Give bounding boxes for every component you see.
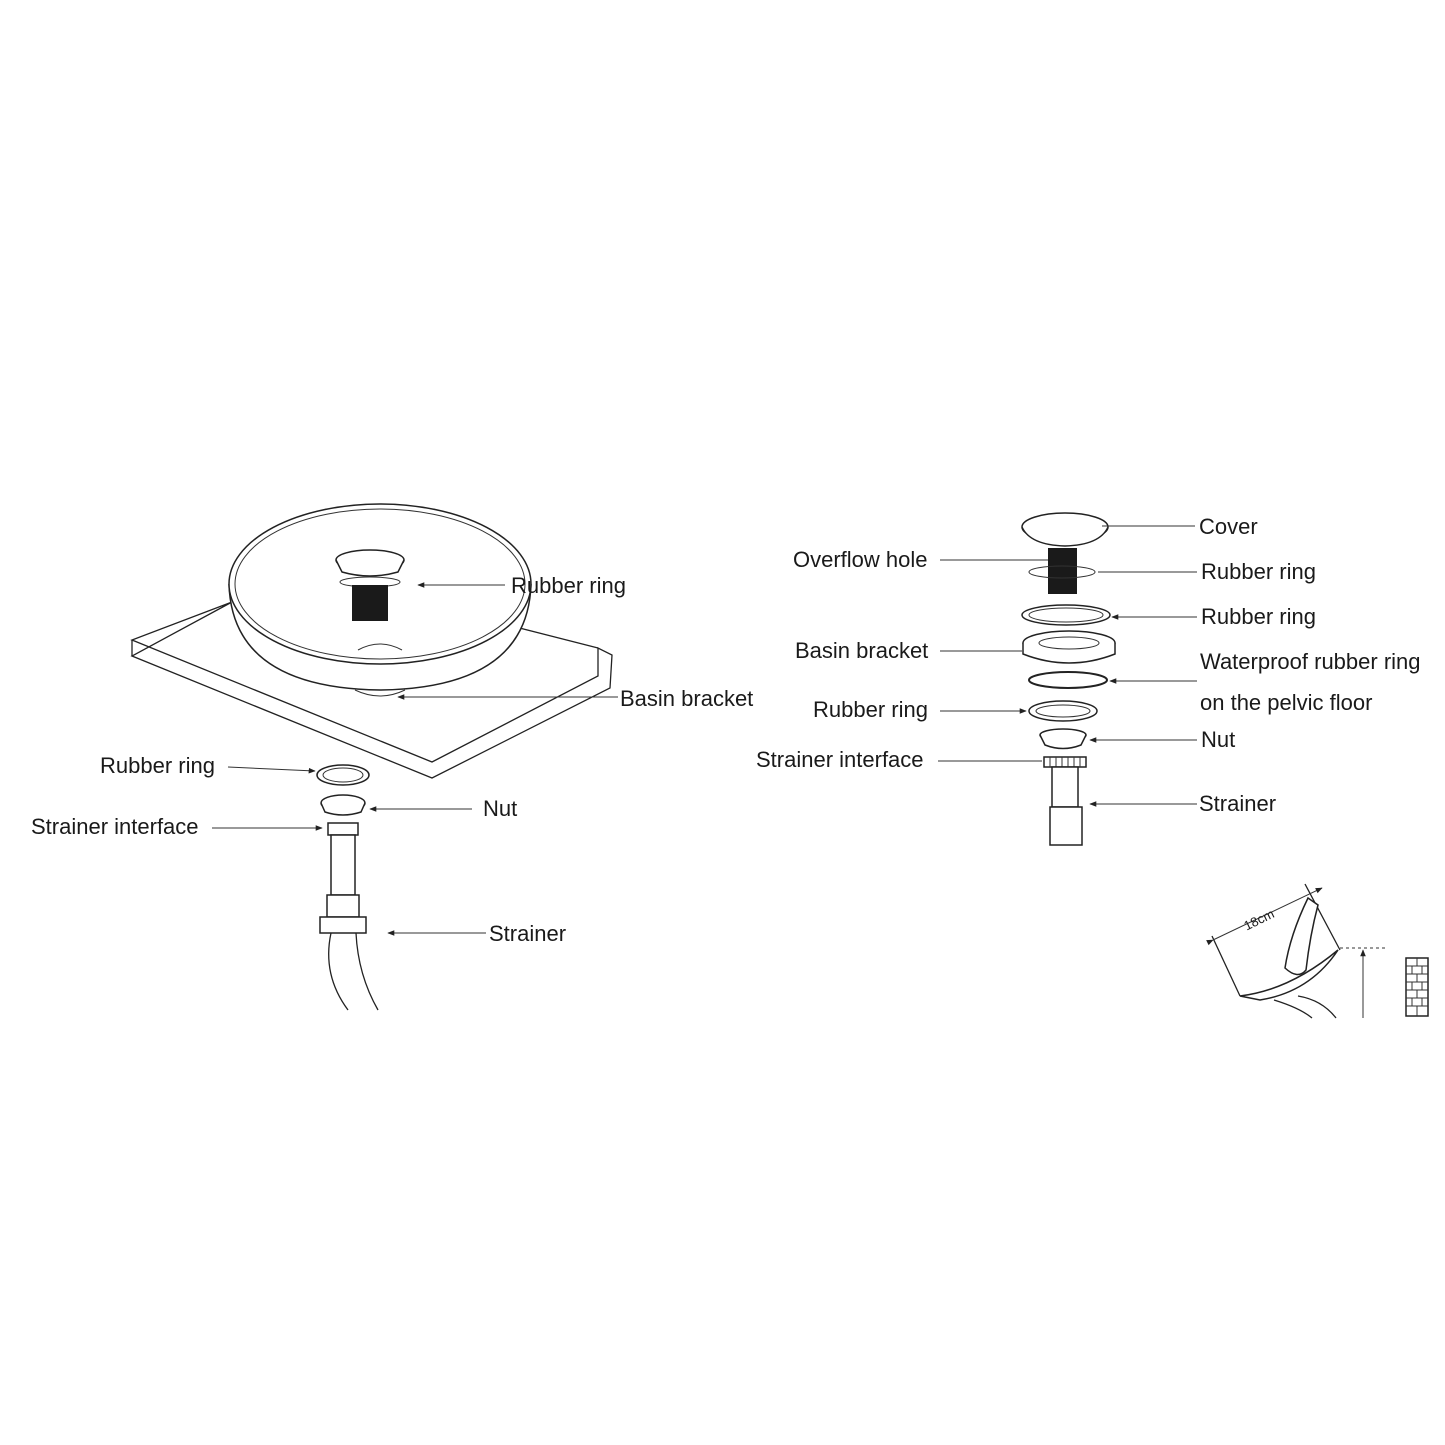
label-rubber-ring-3: Rubber ring — [813, 697, 928, 722]
label-overflow-hole: Overflow hole — [793, 547, 928, 572]
label-basin-bracket: Basin bracket — [620, 686, 753, 711]
label-nut: Nut — [483, 796, 517, 821]
dimension-sketch: 18cm — [1206, 883, 1429, 1019]
rubber-ring-2-part — [1021, 604, 1111, 626]
label-strainer-right: Strainer — [1199, 791, 1276, 816]
waterproof-ring-part — [1028, 671, 1108, 689]
label-rubber-ring-1: Rubber ring — [1201, 559, 1316, 584]
label-nut-right: Nut — [1201, 727, 1235, 752]
label-strainer: Strainer — [489, 921, 566, 946]
label-strainer-interface: Strainer interface — [31, 814, 199, 839]
brick-wall-icon — [1405, 957, 1429, 1017]
left-strainer-part — [319, 822, 379, 1011]
overflow-stem-part — [1028, 548, 1096, 594]
left-assembly-drawing: Rubber ring Basin bracket Rubber ring Nu… — [31, 503, 753, 1011]
right-exploded-drawing: Cover Overflow hole Rubber ring Rubber r… — [756, 512, 1421, 846]
leader-rubber-ring-bottom — [227, 766, 316, 774]
basin-drain-plug — [335, 549, 405, 621]
vessel-basin — [228, 503, 532, 697]
nut-part — [1039, 728, 1087, 750]
label-basin-bracket-right: Basin bracket — [795, 638, 928, 663]
label-rubber-ring-top: Rubber ring — [511, 573, 626, 598]
cover-part — [1021, 512, 1109, 547]
rubber-ring-3-part — [1028, 700, 1098, 722]
left-rubber-ring-part — [316, 764, 370, 786]
label-waterproof-line2: on the pelvic floor — [1200, 690, 1372, 715]
basin-bracket-part — [1022, 630, 1116, 664]
left-nut-part — [320, 794, 366, 816]
strainer-part — [1043, 756, 1087, 846]
label-cover: Cover — [1199, 514, 1258, 539]
label-rubber-ring-bottom: Rubber ring — [100, 753, 215, 778]
label-waterproof-line1: Waterproof rubber ring — [1200, 649, 1421, 674]
label-strainer-interface-right: Strainer interface — [756, 747, 924, 772]
dimension-label: 18cm — [1241, 906, 1276, 933]
label-rubber-ring-2: Rubber ring — [1201, 604, 1316, 629]
